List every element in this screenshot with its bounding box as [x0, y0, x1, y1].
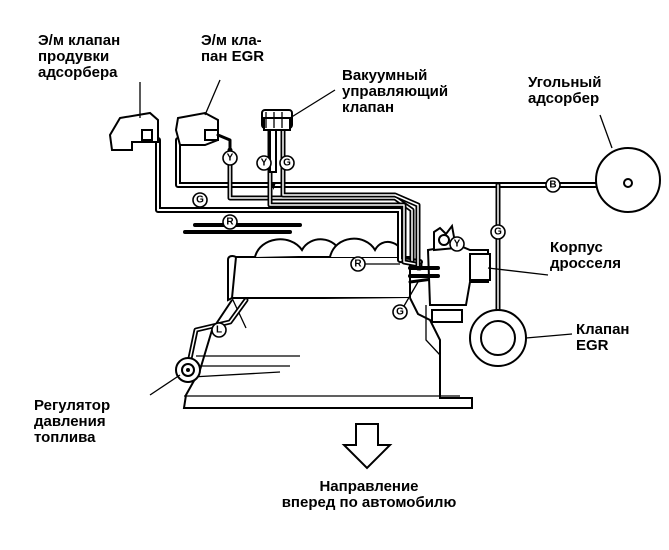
tag-text: Y: [261, 158, 268, 169]
hose-tag-g-right: G: [490, 224, 506, 240]
tag-text: B: [549, 180, 556, 191]
tag-text: L: [216, 325, 222, 336]
fuel-pressure-regulator: [175, 357, 201, 383]
tag-text: R: [354, 259, 362, 270]
label-charcoal-canister: Угольный адсорбер: [528, 74, 602, 107]
hose-tag-r-left: R: [222, 214, 238, 230]
tag-text: R: [226, 217, 234, 228]
tag-text: G: [396, 307, 404, 318]
label-vacuum-control-valve: Вакуумный управляющий клапан: [342, 67, 449, 116]
charcoal-canister: [595, 147, 661, 213]
engine-block: [182, 237, 473, 409]
forward-arrow-icon: [341, 423, 393, 470]
vacuum-control-valve: [261, 109, 293, 190]
egr-solenoid: [174, 111, 232, 152]
tag-text: Y: [227, 153, 234, 164]
hose-tag-r-throttle: R: [350, 256, 400, 272]
label-throttle-body: Корпус дросселя: [550, 239, 621, 272]
tag-text: G: [196, 195, 204, 206]
leader-lines: [139, 79, 613, 396]
tag-text: G: [283, 158, 291, 169]
label-egr-solenoid: Э/м кла- пан EGR: [201, 32, 265, 65]
hose-tag-g-left: G: [192, 192, 208, 208]
label-egr-valve: Клапан EGR: [576, 321, 630, 354]
hose-network: [155, 127, 628, 371]
label-forward-direction: Направление вперед по автомобилю: [281, 478, 457, 511]
purge-solenoid: [108, 111, 159, 151]
hose-tag-g-throttle: G: [392, 281, 419, 320]
hose-tag-y2: Y: [256, 155, 272, 171]
tag-text: Y: [454, 239, 461, 250]
egr-valve: [469, 309, 527, 367]
hose-tag-l-regulator: L: [211, 322, 227, 338]
hose-tag-b-right: B: [545, 177, 561, 193]
hose-tag-y1: Y: [222, 150, 238, 166]
label-purge-solenoid: Э/м клапан продувки адсорбера: [38, 32, 121, 81]
hose-tag-y-throttle: Y: [449, 236, 465, 252]
tag-text: G: [494, 227, 502, 238]
label-fuel-pressure-regulator: Регулятор давления топлива: [34, 397, 111, 446]
hose-tag-g-vac: G: [279, 155, 295, 171]
